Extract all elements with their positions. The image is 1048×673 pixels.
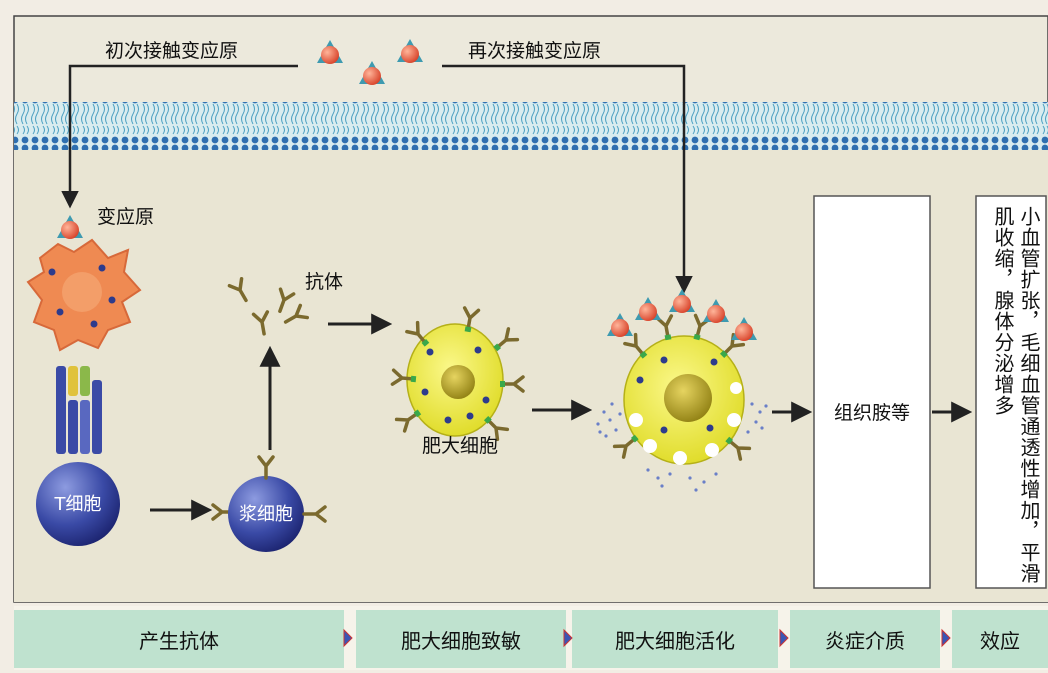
stage-arrow-icon (343, 628, 353, 648)
effect-box (975, 195, 1047, 589)
mast-cell-label: 肥大细胞 (422, 435, 498, 457)
effect-text-col2: 加，平滑肌收缩，腺体分泌增多 (991, 206, 1041, 584)
cell-membrane (14, 102, 1048, 150)
antibody-label: 抗体 (305, 271, 343, 293)
stage-cell-3 (572, 610, 778, 668)
tcr-complex (56, 366, 102, 454)
antigen-presenting-cell (26, 238, 142, 352)
mediator-label: 组织胺等 (834, 402, 910, 424)
stage-arrow-icon (779, 628, 789, 648)
first-exposure-label: 初次接触变应原 (105, 40, 238, 62)
stage-cell-2 (356, 610, 566, 668)
first-exposure-arrow (61, 64, 298, 209)
stage-label: 炎症介质 (825, 628, 905, 653)
granule-icon (596, 402, 768, 492)
second-exposure-label: 再次接触变应原 (468, 40, 601, 62)
stage-arrow-icon (563, 628, 573, 648)
stage-label: 肥大细胞致敏 (401, 628, 521, 653)
stage-label: 效应 (980, 628, 1020, 653)
second-exposure-arrow (442, 64, 693, 294)
t-cell-label: T细胞 (54, 494, 102, 515)
mediator-box (813, 195, 931, 589)
sensitized-mast-cell (406, 323, 504, 437)
allergen-label: 变应原 (97, 206, 154, 228)
stage-cell-1 (14, 610, 344, 668)
stage-cell-4 (790, 610, 940, 668)
stage-label: 产生抗体 (139, 628, 219, 653)
effect-text: 小血管扩张，毛细血管通透性增加，平滑肌收缩，腺体分泌增多 (980, 206, 1042, 586)
stage-cell-5 (952, 610, 1048, 668)
plasma-cell (228, 476, 304, 552)
t-cell (36, 462, 120, 546)
effect-text-col1: 小血管扩张，毛细血管通透性增 (1017, 206, 1041, 500)
stage-label: 肥大细胞活化 (615, 628, 735, 653)
plasma-cell-label: 浆细胞 (239, 504, 293, 525)
activated-mast-cell (623, 335, 745, 465)
stage-arrow-icon (941, 628, 951, 648)
